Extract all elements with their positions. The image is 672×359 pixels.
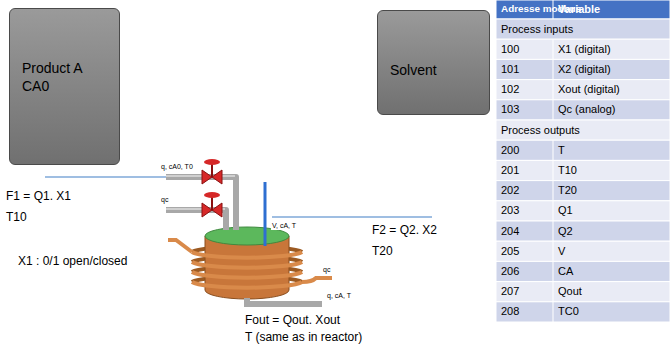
annotation-text: X1 : 0/1 open/closed bbox=[18, 255, 127, 269]
table-cell: V bbox=[558, 245, 565, 258]
table-cell: Qout bbox=[558, 285, 582, 298]
table-cell: T10 bbox=[558, 164, 577, 177]
table-row bbox=[496, 39, 670, 59]
table-cell: T20 bbox=[558, 184, 577, 197]
box-label: Solvent bbox=[390, 61, 470, 79]
table-divider bbox=[553, 160, 554, 180]
annotation-text: Fout = Qout. Xout bbox=[245, 314, 340, 328]
table-divider bbox=[553, 59, 554, 79]
table-cell: Process outputs bbox=[501, 124, 580, 137]
stream-label: q, cA0, T0 bbox=[160, 163, 194, 171]
table-cell: 101 bbox=[501, 63, 519, 76]
stream-label: q, cA, T bbox=[326, 292, 352, 300]
table-row bbox=[496, 120, 670, 140]
table-divider bbox=[553, 221, 554, 241]
table-cell: 103 bbox=[501, 103, 519, 116]
table-row bbox=[496, 241, 670, 261]
table-row bbox=[496, 59, 670, 79]
stream-label: qc bbox=[160, 196, 169, 204]
table-row bbox=[496, 19, 670, 39]
table-row bbox=[496, 160, 670, 180]
table-cell: Qc (analog) bbox=[558, 103, 615, 116]
pipe-highlight bbox=[166, 176, 235, 209]
inlet-pipe bbox=[166, 177, 236, 230]
table-cell: T bbox=[558, 144, 565, 157]
table-cell: 203 bbox=[501, 204, 519, 217]
table-row bbox=[496, 302, 670, 322]
table-cell: TC0 bbox=[558, 305, 579, 318]
table-divider bbox=[553, 100, 554, 120]
table-divider bbox=[553, 80, 554, 100]
table-divider bbox=[553, 282, 554, 302]
source-box: Product A CA0 bbox=[9, 8, 120, 165]
stream-label: V, cA, T bbox=[271, 222, 297, 230]
table-cell: 100 bbox=[501, 43, 519, 56]
stream-label: qc bbox=[322, 266, 331, 274]
table-row bbox=[496, 261, 670, 281]
table-row bbox=[496, 0, 670, 19]
table-cell: 205 bbox=[501, 245, 519, 258]
table-row bbox=[496, 282, 670, 302]
outlet-pipe bbox=[247, 298, 322, 304]
table-divider bbox=[553, 241, 554, 261]
annotation-text: T20 bbox=[372, 245, 393, 259]
annotation-text: T10 bbox=[6, 211, 27, 225]
table-cell: 206 bbox=[501, 265, 519, 278]
table-cell: 204 bbox=[501, 225, 519, 238]
annotation-text: T (same as in reactor) bbox=[245, 331, 362, 345]
table-background bbox=[496, 0, 670, 322]
table-cell: Xout (digital) bbox=[558, 83, 620, 96]
table-cell: X1 (digital) bbox=[558, 43, 611, 56]
feed-line bbox=[272, 216, 432, 218]
table-row bbox=[496, 201, 670, 221]
source-box: Solvent bbox=[377, 10, 490, 115]
table-row bbox=[496, 80, 670, 100]
table-cell: 102 bbox=[501, 83, 519, 96]
table-cell: 201 bbox=[501, 164, 519, 177]
table-cell: 208 bbox=[501, 305, 519, 318]
table-cell: Process inputs bbox=[501, 23, 573, 36]
table-divider bbox=[553, 181, 554, 201]
table-cell: Q2 bbox=[558, 225, 573, 238]
valve-symbol bbox=[202, 159, 222, 184]
box-label: Product A CA0 bbox=[22, 59, 102, 95]
annotation-text: F2 = Q2. X2 bbox=[372, 224, 437, 238]
annotation-text: F1 = Q1. X1 bbox=[6, 190, 71, 204]
valve-symbol bbox=[202, 192, 222, 217]
table-row bbox=[496, 221, 670, 241]
table-row bbox=[496, 100, 670, 120]
table-cell: X2 (digital) bbox=[558, 63, 611, 76]
table-cell: CA bbox=[558, 265, 573, 278]
stirrer-rod bbox=[264, 182, 267, 246]
table-divider bbox=[553, 302, 554, 322]
table-header: Variable bbox=[558, 3, 600, 16]
table-divider bbox=[553, 39, 554, 59]
table-divider bbox=[553, 261, 554, 281]
feed-line bbox=[45, 176, 166, 178]
table-cell: 202 bbox=[501, 184, 519, 197]
table-row bbox=[496, 140, 670, 160]
table-divider bbox=[553, 140, 554, 160]
table-cell: 207 bbox=[501, 285, 519, 298]
table-divider bbox=[553, 201, 554, 221]
cooling-coil bbox=[168, 240, 332, 288]
table-cell: 200 bbox=[501, 144, 519, 157]
table-row bbox=[496, 181, 670, 201]
table-cell: Q1 bbox=[558, 204, 573, 217]
